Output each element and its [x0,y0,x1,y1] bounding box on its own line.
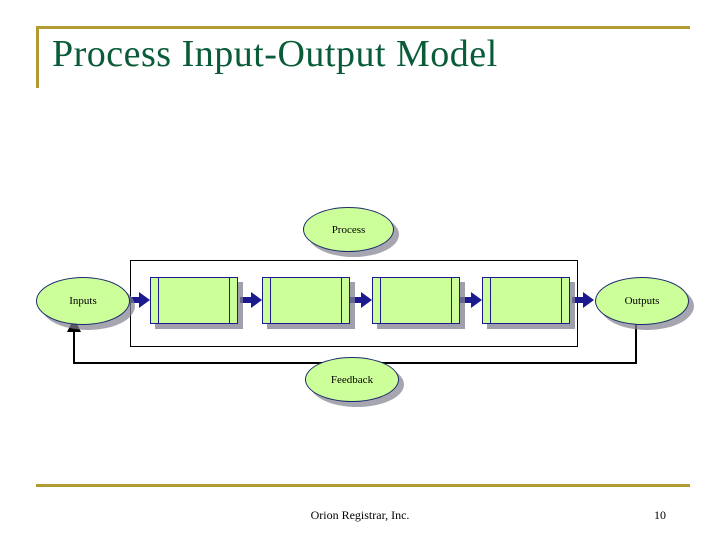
page-title: Process Input-Output Model [52,33,498,75]
title-rule-top [36,26,690,29]
title-rule-left [36,26,39,88]
arrow-step-4-to-outputs [572,292,594,308]
process-step-box [372,277,460,324]
footer-rule [36,484,690,487]
node-outputs: Outputs [595,277,689,325]
arrow-inputs-to-step-1 [128,292,150,308]
feedback-line-up [73,330,75,364]
arrow-step-1-to-step-2 [240,292,262,308]
node-inputs: Inputs [36,277,130,325]
footer-page-number: 10 [654,508,666,522]
process-step-box [482,277,570,324]
process-step-box [150,277,238,324]
footer-organization: Orion Registrar, Inc. [310,508,410,522]
feedback-line-down [635,320,637,364]
process-chain-boundary [130,260,578,347]
node-process: Process [303,207,394,252]
arrow-step-3-to-step-4 [460,292,482,308]
arrow-step-2-to-step-3 [350,292,372,308]
node-feedback: Feedback [305,357,399,402]
process-step-box [262,277,350,324]
